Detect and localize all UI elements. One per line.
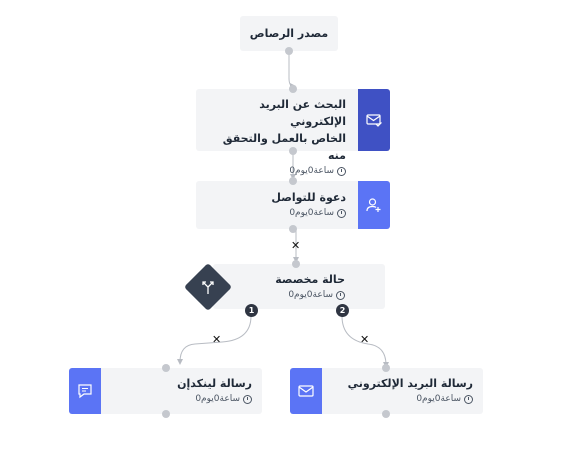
condition-node[interactable]: حالة مخصصة ساعة0يوم0 [213, 264, 385, 309]
delete-connector-icon[interactable]: ✕ [291, 239, 301, 252]
condition-in-port[interactable] [292, 260, 300, 268]
linkedin-icon-box [69, 368, 101, 414]
email-icon-box [290, 368, 322, 414]
find-email-icon-box [358, 89, 390, 151]
clock-icon [337, 208, 346, 218]
find-email-node[interactable]: البحث عن البريد الإلكتروني الخاص بالعمل … [196, 89, 390, 176]
user-plus-icon [366, 198, 381, 212]
invite-title: دعوة للتواصل [271, 191, 346, 204]
linkedin-message-title: رسالة لينكدإن [177, 377, 252, 390]
clock-icon [243, 394, 252, 404]
delete-connector-icon[interactable]: ✕ [360, 333, 370, 346]
find-email-title-2: الخاص بالعمل والتحقق منه [222, 132, 346, 162]
envelope-icon [298, 385, 314, 397]
branch-1-badge: 1 [245, 304, 258, 317]
invite-icon-box [358, 181, 390, 229]
email-in-port[interactable] [382, 364, 390, 372]
find-email-in-port[interactable] [289, 85, 297, 93]
condition-delay: ساعة0يوم0 [288, 290, 333, 300]
branch-2-badge: 2 [336, 304, 349, 317]
find-email-title-1: البحث عن البريد الإلكتروني [259, 98, 346, 128]
email-message-node[interactable]: رسالة البريد الإلكتروني ساعة0يوم0 [290, 368, 483, 414]
delete-connector-icon[interactable]: ✕ [212, 333, 222, 346]
clock-icon [464, 394, 473, 404]
invite-node[interactable]: دعوة للتواصل ساعة0يوم0 [196, 181, 390, 229]
connector-branch-1 [177, 315, 252, 365]
connector-source-to-find-email [288, 52, 296, 89]
connector-branch-2 [341, 315, 389, 368]
split-arrows-icon [202, 281, 214, 294]
clock-icon [337, 166, 346, 176]
email-message-title: رسالة البريد الإلكتروني [347, 377, 473, 390]
email-message-delay: ساعة0يوم0 [416, 394, 461, 404]
find-email-delay: ساعة0يوم0 [289, 166, 334, 176]
envelope-check-icon [366, 114, 382, 127]
linkedin-in-port[interactable] [162, 364, 170, 372]
invite-out-port[interactable] [289, 225, 297, 233]
linkedin-message-delay: ساعة0يوم0 [195, 394, 240, 404]
linkedin-message-node[interactable]: رسالة لينكدإن ساعة0يوم0 [69, 368, 262, 414]
email-out-port[interactable] [382, 410, 390, 418]
source-node[interactable]: مصدر الرصاص [240, 16, 338, 51]
invite-in-port[interactable] [289, 177, 297, 185]
source-out-port[interactable] [285, 47, 293, 55]
chat-icon [78, 384, 92, 399]
clock-icon [336, 290, 345, 300]
condition-title: حالة مخصصة [275, 273, 345, 286]
invite-delay: ساعة0يوم0 [289, 208, 334, 218]
linkedin-out-port[interactable] [162, 410, 170, 418]
source-label: مصدر الرصاص [249, 27, 329, 40]
find-email-out-port[interactable] [289, 147, 297, 155]
